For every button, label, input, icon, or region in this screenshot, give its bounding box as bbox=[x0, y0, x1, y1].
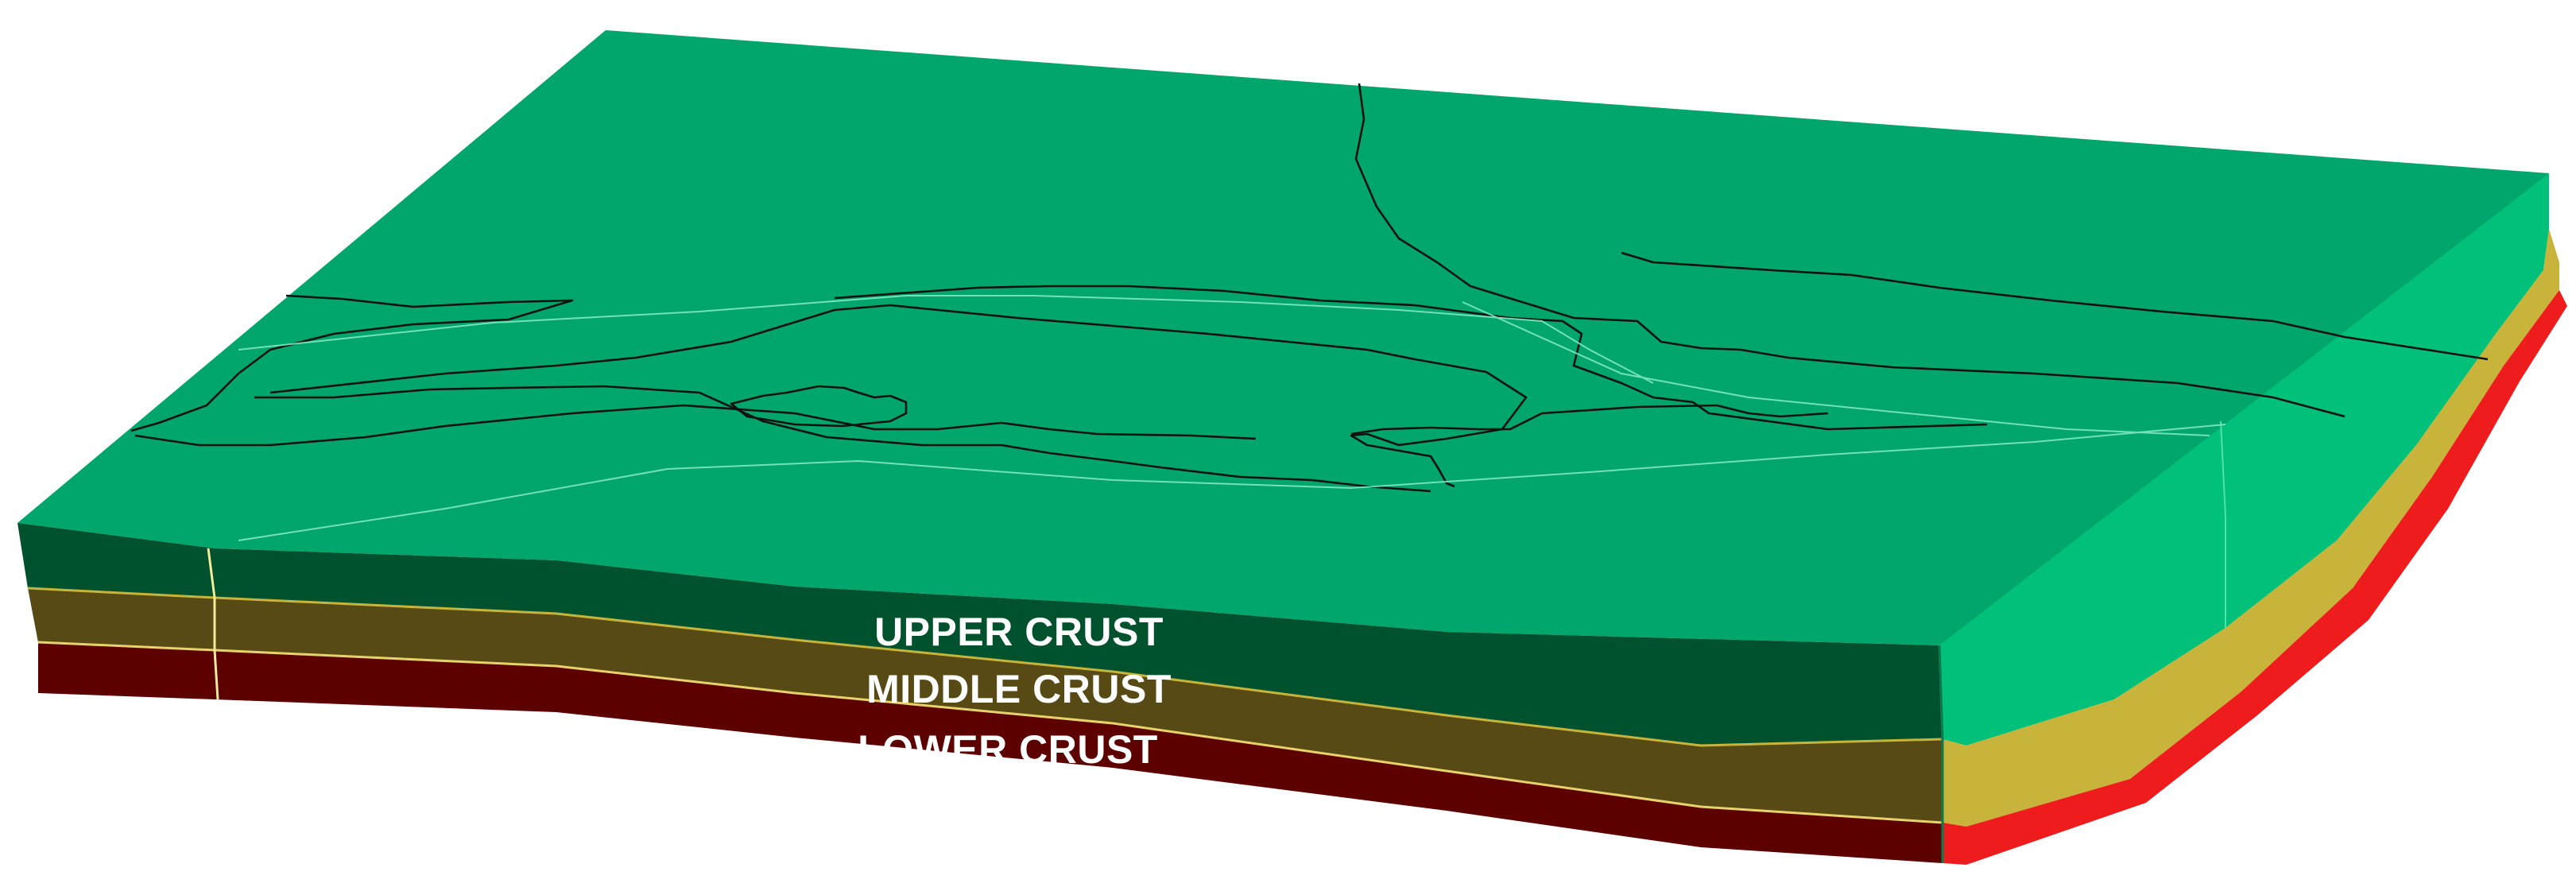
seam-middle-lower-front bbox=[37, 641, 1943, 824]
right-face-upper-crust bbox=[1939, 173, 2549, 746]
seam-upper-middle-front bbox=[27, 587, 1943, 747]
fault-line-south bbox=[238, 424, 2226, 541]
eastern-bay-outline bbox=[1350, 404, 1829, 436]
fault-line-central bbox=[1462, 301, 2210, 436]
top-surface bbox=[17, 30, 2549, 645]
western-coast-upper bbox=[130, 294, 574, 432]
front-right-corner-edge bbox=[1938, 645, 1944, 863]
western-coast-lower bbox=[254, 385, 1431, 493]
front-face-middle-crust bbox=[28, 588, 1943, 823]
fault-lines bbox=[238, 295, 2226, 541]
front-face-lower-crust bbox=[38, 642, 1943, 863]
gulf-outline bbox=[730, 385, 908, 428]
central-basin-south-coast bbox=[269, 304, 1528, 488]
eastern-peninsula-loop bbox=[1621, 251, 2489, 361]
lower-crust-label: LOWER CRUST bbox=[858, 727, 1158, 772]
fault-line-north bbox=[238, 295, 1654, 384]
upper-crust-label: UPPER CRUST bbox=[874, 610, 1164, 654]
southern-coast bbox=[134, 404, 1257, 447]
right-face-vertical-edge bbox=[2220, 420, 2226, 628]
middle-crust-label: MIDDLE CRUST bbox=[866, 667, 1172, 711]
right-face-middle-crust bbox=[1943, 229, 2559, 827]
coastline-boundaries bbox=[130, 83, 2489, 493]
layer-seams bbox=[27, 420, 2226, 863]
front-vertical-edge-left bbox=[207, 548, 219, 700]
front-face-upper-crust bbox=[17, 523, 1943, 746]
northern-coastline bbox=[1354, 83, 2346, 418]
